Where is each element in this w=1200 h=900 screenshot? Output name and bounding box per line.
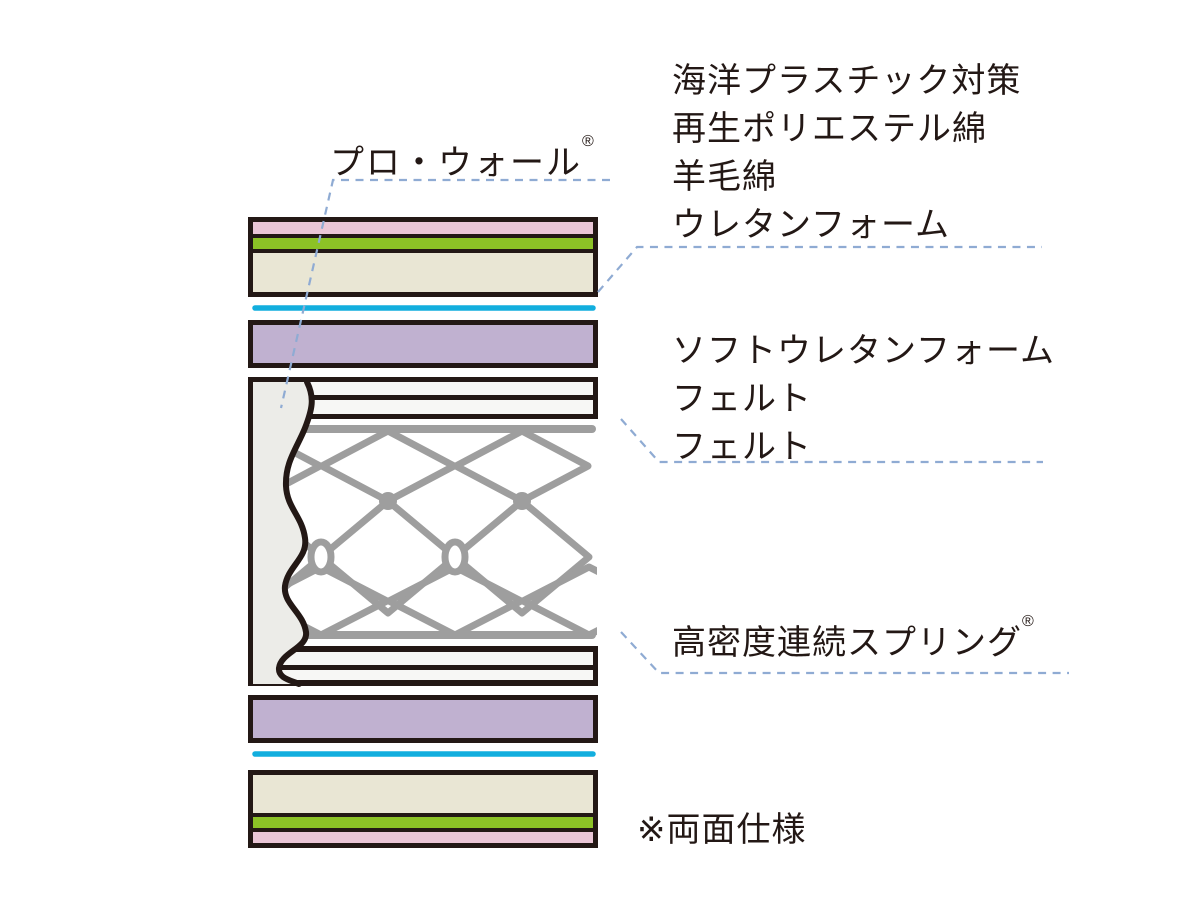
label-wool-pad: 羊毛綿 (672, 158, 777, 196)
pro-wall-fill (252, 382, 312, 684)
felt-strips-bottom (248, 646, 598, 686)
label-felt-2: フェルト (672, 428, 812, 466)
label-ocean-plastic: 海洋プラスチック対策 (672, 62, 1022, 100)
leader-top-materials (597, 245, 1042, 293)
leader-lines (279, 178, 1069, 675)
pro-wall-wavy-line (276, 379, 315, 687)
spring-block-left-border (248, 377, 253, 686)
layer-urethane-foam-top (253, 253, 593, 292)
label-group-top-materials: 海洋プラスチック対策 再生ポリエステル綿 羊毛綿 ウレタンフォーム (672, 57, 1021, 249)
label-pro-wall: プロ・ウォール® (330, 133, 594, 184)
leader-middle-materials (620, 418, 1043, 464)
label-soft-urethane: ソフトウレタンフォーム (672, 332, 1055, 370)
label-spring: 高密度連続スプリング® (672, 613, 1034, 664)
label-double-sided-note: ※両面仕様 (637, 811, 807, 849)
registered-mark: ® (582, 133, 594, 150)
top-comfort-layers (248, 217, 598, 297)
leader-spring (620, 631, 1069, 675)
label-pro-wall-text: プロ・ウォール (330, 144, 582, 182)
label-group-middle-materials: ソフトウレタンフォーム フェルト フェルト (672, 327, 1055, 471)
leader-pro-wall (279, 178, 610, 409)
coil-ring (441, 538, 469, 576)
registered-mark: ® (1022, 613, 1034, 630)
layer-soft-urethane-top (248, 320, 598, 368)
label-spring-text: 高密度連続スプリング (672, 624, 1022, 662)
label-urethane-foam: ウレタンフォーム (672, 206, 950, 244)
layer-urethane-foam-bottom (253, 775, 593, 813)
layer-wool-pad-bottom (253, 832, 593, 843)
bottom-comfort-layers (248, 770, 598, 848)
coil-junction (379, 492, 397, 510)
label-felt-1: フェルト (672, 380, 812, 418)
coil-ring (307, 538, 335, 576)
layer-wool-pad-top (253, 222, 593, 234)
layer-recycled-polyester-bottom (253, 817, 593, 828)
coil-junction (513, 492, 531, 510)
pro-wall-edge (248, 377, 315, 687)
label-recycled-polyester: 再生ポリエステル綿 (672, 110, 987, 148)
layer-recycled-polyester-top (253, 238, 593, 249)
layer-soft-urethane-bottom (248, 695, 598, 743)
